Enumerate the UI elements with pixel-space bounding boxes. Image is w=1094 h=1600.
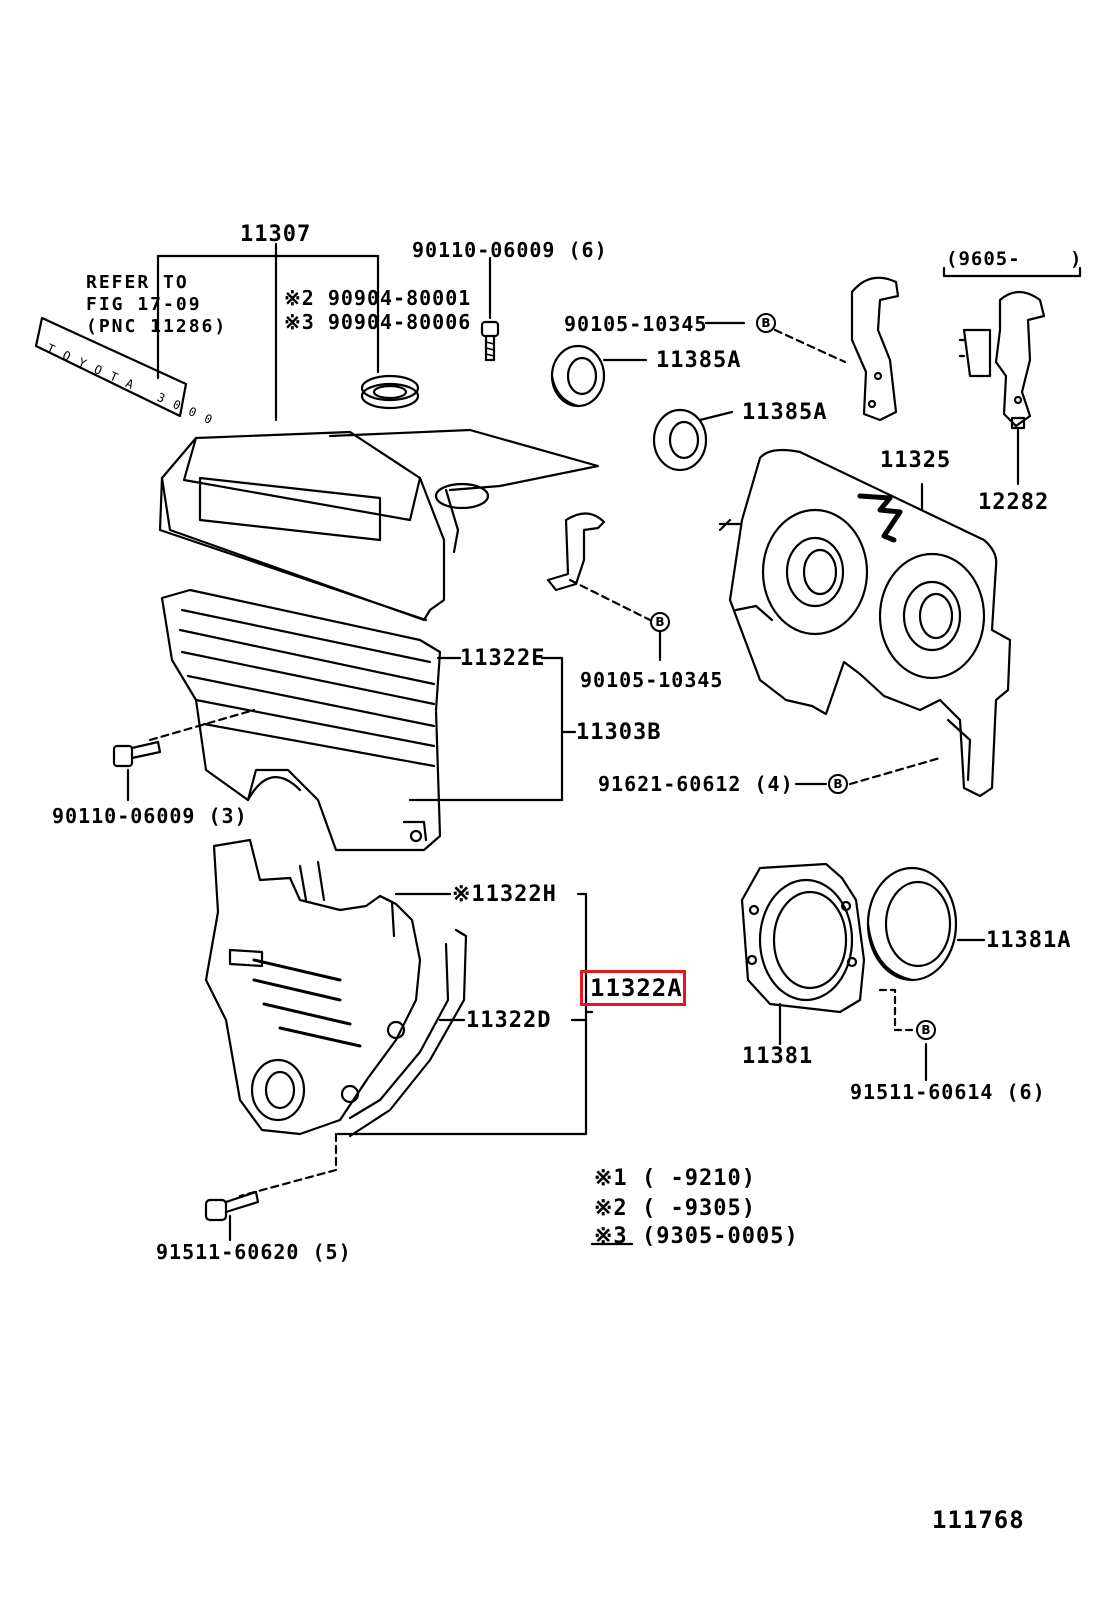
refer-note-line3: (PNC 11286): [86, 316, 228, 337]
bolt-symbol-icon: B: [756, 313, 776, 333]
part-label-90105-10345-top[interactable]: 90105-10345: [564, 312, 708, 336]
figure-number: 111768: [932, 1506, 1025, 1534]
bolt-symbol-icon: B: [828, 774, 848, 794]
note-mark-2: ※2: [594, 1196, 628, 1221]
part-label-9605: (9605-: [946, 248, 1021, 270]
highlight-box: [580, 970, 686, 1006]
bracket-drawing-right: [958, 290, 1046, 430]
part-label-90110-06009-6[interactable]: 90110-06009 (6): [412, 238, 608, 262]
bolt-drawing-top: [480, 320, 500, 362]
part-label-11307[interactable]: 11307: [240, 222, 312, 247]
part-label-11325[interactable]: 11325: [880, 448, 952, 473]
rear-plate-11325-drawing: [718, 448, 1012, 798]
note-range-3: (9305-0005): [642, 1224, 799, 1249]
oil-seal-11385a-drawing: [550, 344, 708, 472]
seal-gasket-drawing: [360, 374, 420, 410]
part-label-11381[interactable]: 11381: [742, 1044, 814, 1069]
upper-cover-11307-drawing: [158, 428, 600, 622]
part-label-90105-10345-mid[interactable]: 90105-10345: [580, 668, 724, 692]
part-label-91511-60614[interactable]: 91511-60614 (6): [850, 1080, 1046, 1104]
part-label-90110-06009-3[interactable]: 90110-06009 (3): [52, 804, 248, 828]
refer-note-line1: REFER TO: [86, 272, 189, 293]
part-label-90904-80006[interactable]: ※3 90904-80006: [284, 310, 472, 334]
lower-cover-11322d-drawing: [204, 838, 468, 1138]
middle-cover-11322e-drawing: [160, 588, 442, 852]
refer-note-line2: FIG 17-09: [86, 294, 202, 315]
oil-seal-11381a-drawing: [866, 866, 958, 982]
part-label-90904-80001[interactable]: ※2 90904-80001: [284, 286, 472, 310]
part-label-11322d[interactable]: 11322D: [466, 1008, 552, 1033]
leader-lines: [126, 242, 1082, 1246]
part-label-91621-60612[interactable]: 91621-60612 (4): [598, 772, 794, 796]
bracket-drawing-mid: [546, 512, 606, 592]
seal-retainer-11381-drawing: [740, 862, 866, 1014]
bracket-drawing-top: [850, 276, 900, 422]
bolt-symbol-icon: B: [916, 1020, 936, 1040]
part-label-11303b[interactable]: 11303B: [576, 720, 662, 745]
part-label-11322a[interactable]: 11322A: [590, 974, 683, 1002]
note-mark-1: ※1: [594, 1166, 628, 1191]
part-label-11322h[interactable]: ※11322H: [452, 882, 557, 907]
part-label-11385a-1[interactable]: 11385A: [656, 348, 742, 373]
bolt-drawing-left: [112, 740, 162, 768]
part-label-9605-close: ): [1070, 248, 1083, 270]
part-label-11381a[interactable]: 11381A: [986, 928, 1072, 953]
part-label-91511-60620[interactable]: 91511-60620 (5): [156, 1240, 352, 1264]
bolt-drawing-bottom: [204, 1190, 260, 1222]
emblem-plate-drawing: [34, 316, 188, 418]
note-range-2: ( -9305): [642, 1196, 756, 1221]
bolt-symbol-icon: B: [650, 612, 670, 632]
part-label-12282[interactable]: 12282: [978, 490, 1050, 515]
part-label-11385a-2[interactable]: 11385A: [742, 400, 828, 425]
note-range-1: ( -9210): [642, 1166, 756, 1191]
part-label-11322e[interactable]: 11322E: [460, 646, 546, 671]
note-mark-3: ※3: [594, 1224, 628, 1249]
